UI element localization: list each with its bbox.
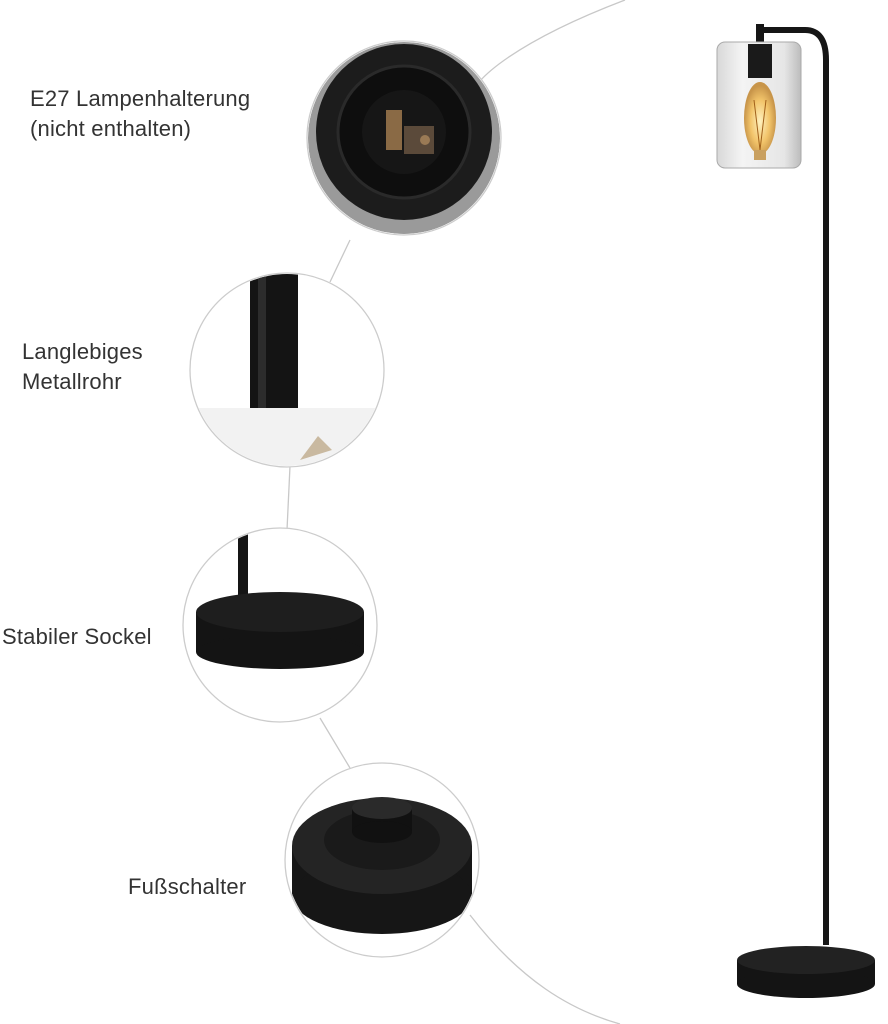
feature-label-socket: E27 Lampenhalterung (nicht enthalten) [30,84,250,144]
socket-detail-circle [306,40,502,236]
base-label: Stabiler Sockel [2,624,152,649]
foot-switch-detail-circle [284,762,480,958]
tube-label-line2: Metallrohr [22,369,122,394]
connector-line [286,0,626,1024]
feature-label-base: Stabiler Sockel [2,622,152,652]
feature-label-switch: Fußschalter [128,872,246,902]
tube-label-line1: Langlebiges [22,339,143,364]
floor-lamp [716,24,875,998]
tube-detail-circle [189,272,385,468]
socket-label-line2: (nicht enthalten) [30,116,192,141]
base-detail-circle [182,527,378,723]
switch-label: Fußschalter [128,874,247,899]
feature-label-tube: Langlebiges Metallrohr [22,337,143,397]
socket-label-line1: E27 Lampenhalterung [30,86,251,111]
